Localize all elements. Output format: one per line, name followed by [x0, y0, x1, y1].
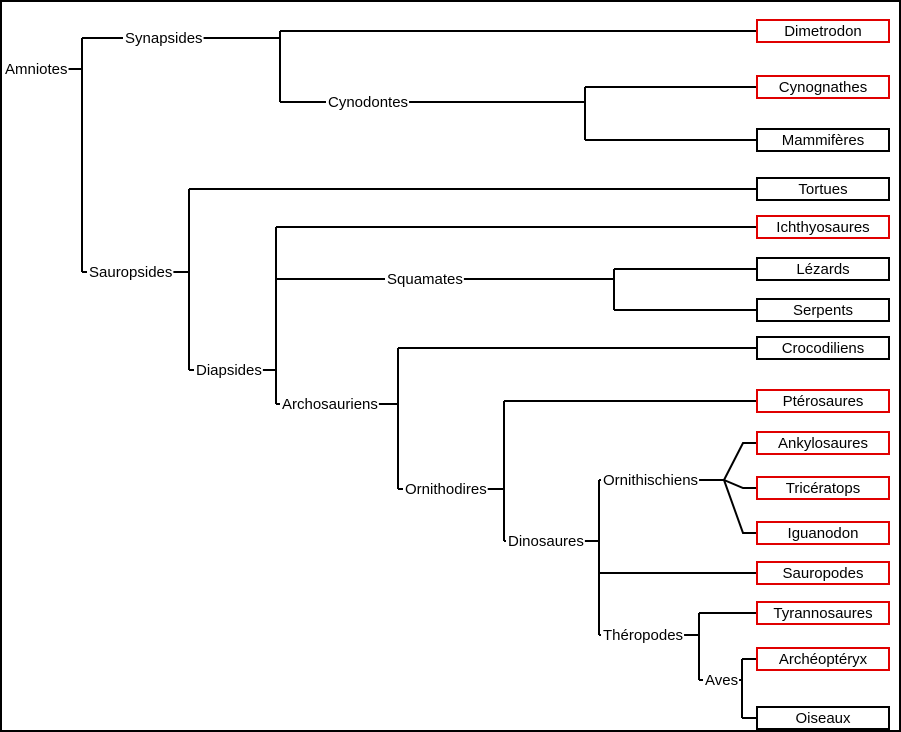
- clade-label-dinosaures: Dinosaures: [508, 533, 584, 550]
- taxon-label-dimetrodon: Dimetrodon: [784, 23, 862, 40]
- taxon-box-crocodiliens: [756, 336, 890, 360]
- branch-ornithischiens-iguanodon: [723, 479, 757, 534]
- taxon-box-triceratops: [756, 476, 890, 500]
- taxon-box-serpents: [756, 298, 890, 322]
- taxon-box-tortues: [756, 177, 890, 201]
- taxon-label-ankylosaures: Ankylosaures: [778, 435, 868, 452]
- clade-label-synapsides: Synapsides: [125, 30, 203, 47]
- taxon-box-sauropodes: [756, 561, 890, 585]
- taxon-label-mammiferes: Mammifères: [782, 132, 865, 149]
- taxon-label-pterosaures: Ptérosaures: [783, 393, 864, 410]
- clade-label-aves: Aves: [705, 672, 738, 689]
- clade-label-amniotes: Amniotes: [5, 61, 68, 78]
- clade-label-theropodes: Théropodes: [603, 627, 683, 644]
- taxon-box-archeopteryx: [756, 647, 890, 671]
- taxon-label-triceratops: Tricératops: [786, 480, 860, 497]
- taxon-label-archeopteryx: Archéoptéryx: [779, 651, 868, 668]
- taxon-box-ichthyosaures: [756, 215, 890, 239]
- taxon-label-oiseaux: Oiseaux: [795, 710, 851, 727]
- taxon-label-cynognathes: Cynognathes: [779, 79, 867, 96]
- clade-label-cynodontes: Cynodontes: [328, 94, 408, 111]
- branch-ornithischiens-triceratops: [723, 479, 757, 489]
- taxon-box-dimetrodon: [756, 19, 890, 43]
- taxon-label-serpents: Serpents: [793, 302, 853, 319]
- taxon-label-tyrannosaures: Tyrannosaures: [773, 605, 872, 622]
- taxon-label-sauropodes: Sauropodes: [783, 565, 864, 582]
- taxon-box-lezards: [756, 257, 890, 281]
- taxon-label-iguanodon: Iguanodon: [788, 525, 859, 542]
- taxon-box-iguanodon: [756, 521, 890, 545]
- taxon-box-tyrannosaures: [756, 601, 890, 625]
- taxon-label-crocodiliens: Crocodiliens: [782, 340, 865, 357]
- taxon-box-pterosaures: [756, 389, 890, 413]
- clade-label-archosauriens: Archosauriens: [282, 396, 378, 413]
- taxon-box-mammiferes: [756, 128, 890, 152]
- clade-label-sauropsides: Sauropsides: [89, 264, 172, 281]
- clade-label-ornithischiens: Ornithischiens: [603, 472, 698, 489]
- taxon-box-cynognathes: [756, 75, 890, 99]
- taxon-label-tortues: Tortues: [798, 181, 847, 198]
- clade-label-diapsides: Diapsides: [196, 362, 262, 379]
- branch-ornithischiens-ankylosaures: [723, 442, 757, 481]
- taxon-box-oiseaux: [756, 706, 890, 730]
- taxon-box-ankylosaures: [756, 431, 890, 455]
- taxon-label-lezards: Lézards: [796, 261, 849, 278]
- clade-label-squamates: Squamates: [387, 271, 463, 288]
- clade-label-ornithodires: Ornithodires: [405, 481, 487, 498]
- taxon-label-ichthyosaures: Ichthyosaures: [776, 219, 869, 236]
